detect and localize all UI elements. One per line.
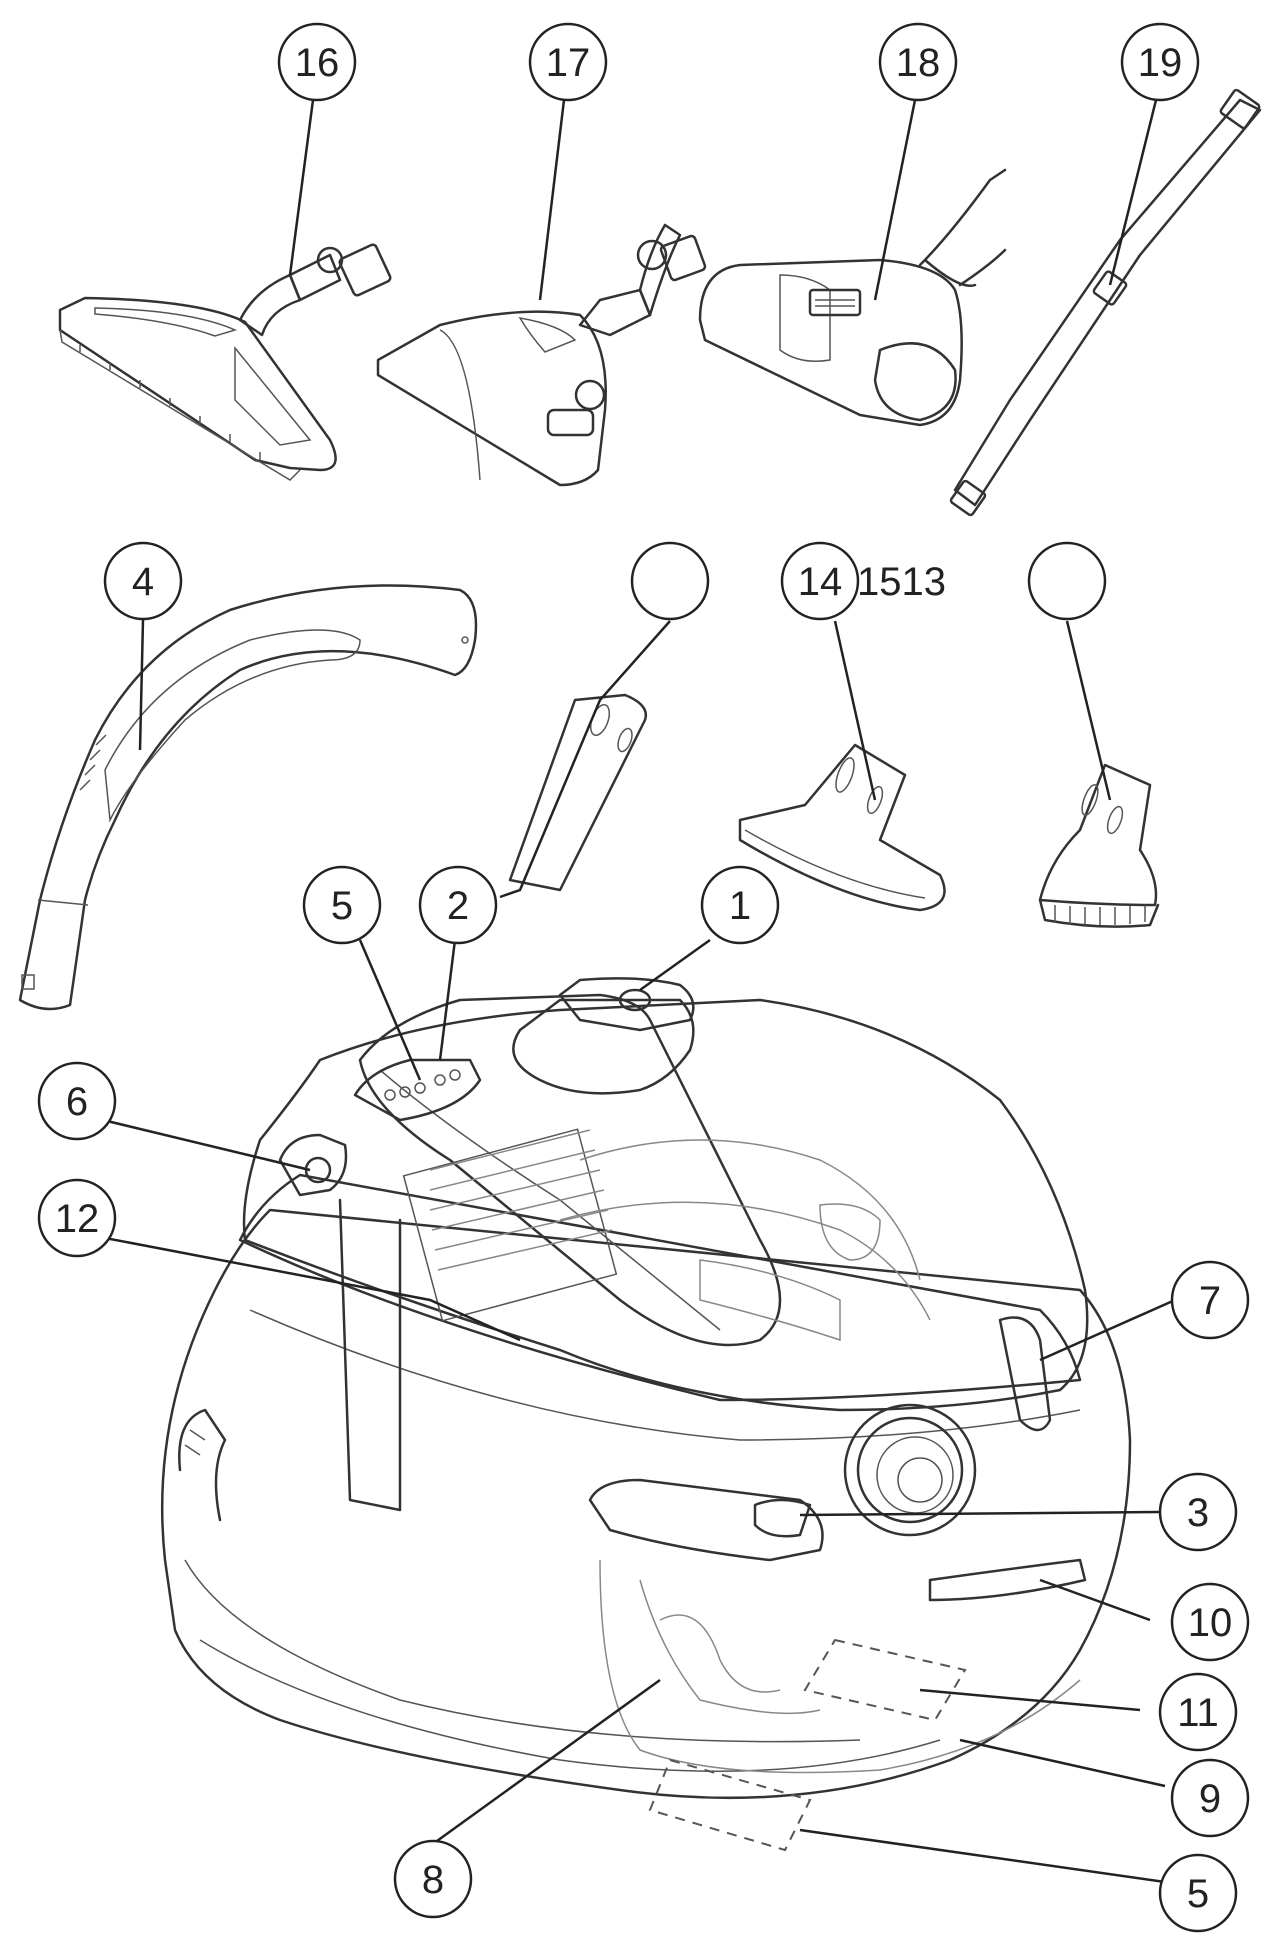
extension-tube-19-icon	[949, 88, 1262, 517]
callout-1513-label: 1513	[857, 560, 946, 604]
callout-17: 17	[528, 22, 608, 102]
svg-text:5: 5	[1187, 1872, 1209, 1916]
svg-text:1: 1	[729, 884, 751, 928]
svg-text:2: 2	[447, 884, 469, 928]
svg-text:3: 3	[1187, 1491, 1209, 1535]
hose-handle-4-icon	[18, 584, 478, 1011]
svg-text:11: 11	[1177, 1691, 1219, 1735]
svg-text:19: 19	[1138, 41, 1183, 85]
callout-16: 16	[277, 22, 357, 102]
svg-text:16: 16	[295, 41, 340, 85]
svg-text:8: 8	[422, 1858, 444, 1902]
svg-text:10: 10	[1188, 1601, 1233, 1645]
leader-lines	[102, 99, 1176, 1884]
callout-5-bottom: 5	[1158, 1853, 1238, 1933]
floor-brush-17-icon	[376, 223, 707, 487]
callout-13	[630, 541, 710, 621]
svg-text:9: 9	[1199, 1777, 1221, 1821]
svg-text:14: 14	[798, 560, 843, 604]
svg-text:6: 6	[66, 1080, 88, 1124]
callout-5-top: 5	[302, 865, 382, 945]
callouts: 16 17 18 19 4 14 1513 5 2 1 6 12 7 3 10 …	[37, 22, 1250, 1933]
callout-7: 7	[1170, 1260, 1250, 1340]
svg-text:4: 4	[132, 560, 154, 604]
callout-10: 10	[1170, 1582, 1250, 1662]
dusting-brush-icon	[1038, 763, 1160, 928]
callout-14: 14	[780, 541, 860, 621]
callout-2: 2	[418, 865, 498, 945]
crevice-nozzle-icon	[508, 693, 648, 892]
svg-text:12: 12	[55, 1197, 100, 1241]
callout-12: 12	[37, 1178, 117, 1258]
callout-18: 18	[878, 22, 958, 102]
svg-text:18: 18	[896, 41, 941, 85]
floor-brush-16-icon	[58, 243, 392, 481]
callout-3: 3	[1158, 1472, 1238, 1552]
callout-19: 19	[1120, 22, 1200, 102]
callout-4: 4	[103, 541, 183, 621]
svg-text:17: 17	[546, 41, 591, 85]
vacuum-body-icon	[160, 977, 1132, 1852]
svg-text:5: 5	[331, 884, 353, 928]
callout-11: 11	[1158, 1672, 1238, 1752]
turbo-brush-18-icon	[698, 168, 1007, 427]
upholstery-nozzle-14-icon	[738, 743, 946, 912]
callout-8: 8	[393, 1839, 473, 1919]
callout-9: 9	[1170, 1758, 1250, 1838]
callout-1: 1	[700, 865, 780, 945]
callout-15	[1027, 541, 1107, 621]
svg-text:7: 7	[1199, 1279, 1221, 1323]
callout-6: 6	[37, 1061, 117, 1141]
